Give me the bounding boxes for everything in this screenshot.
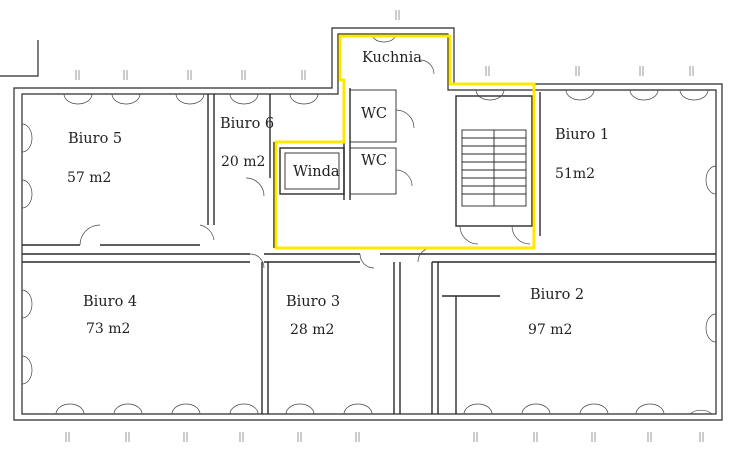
room-name-biuro1: Biuro 1 [555,127,609,143]
outer-walls [13,27,723,421]
windows-bottom [55,403,713,415]
room-area-biuro1: 51m2 [555,166,595,182]
room-name-kuchnia: Kuchnia [362,50,422,66]
staircase [461,129,527,207]
room-name-biuro4: Biuro 4 [83,294,137,310]
room-name-biuro5: Biuro 5 [68,131,122,147]
room-area-biuro4: 73 m2 [86,321,130,337]
room-area-biuro6: 20 m2 [221,154,265,170]
room-name-wc2: WC [361,153,387,169]
room-name-biuro3: Biuro 3 [286,294,340,310]
room-area-biuro3: 28 m2 [290,322,334,338]
highlighted-area [274,34,536,250]
interior-walls [22,88,716,414]
windows-side [21,123,717,385]
room-name-biuro6: Biuro 6 [220,116,274,132]
room-area-biuro5: 57 m2 [67,170,111,186]
room-name-wc1: WC [361,106,387,122]
external-stub [0,40,39,77]
room-name-winda: Winda [293,164,340,180]
room-area-biuro2: 97 m2 [528,322,572,338]
dimension-ticks [65,10,704,442]
room-name-biuro2: Biuro 2 [530,287,584,303]
